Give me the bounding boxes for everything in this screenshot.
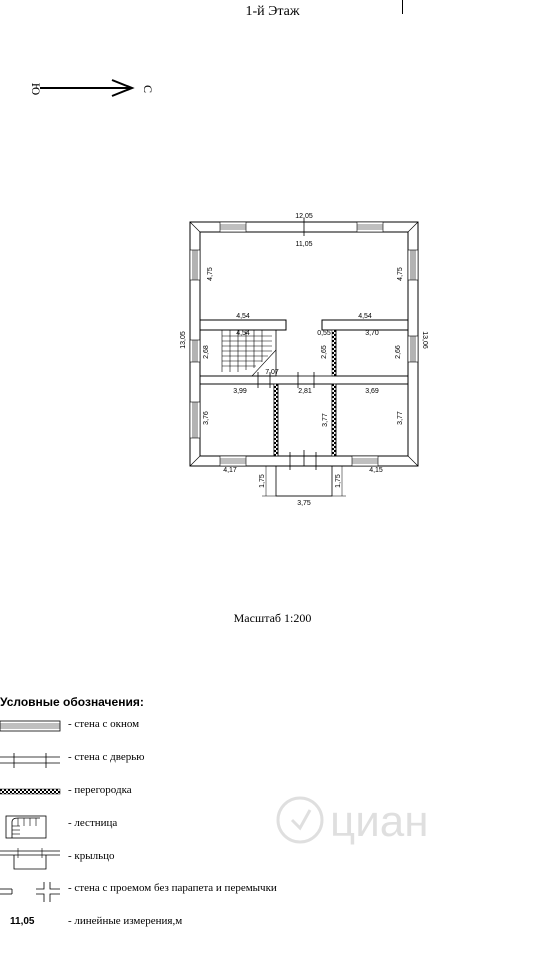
- living-room-partition: [200, 319, 408, 331]
- porch-icon: [0, 848, 60, 870]
- dim-bottom-right-width: 3,69: [365, 388, 379, 395]
- dim-stair-height: 2,68: [203, 345, 210, 359]
- dim-corridor-height: 2,65: [321, 345, 328, 359]
- dim-bottom-right-outer: 4,15: [369, 467, 383, 474]
- legend-item-wall-window: - стена с окном: [0, 715, 545, 745]
- dim-bottom-left-height: 3,76: [203, 411, 210, 425]
- porch: [275, 466, 333, 497]
- legend-label: - перегородка: [68, 784, 132, 796]
- floor-title: 1-й Этаж: [245, 4, 300, 19]
- dim-bottom-left-outer: 4,17: [223, 467, 237, 474]
- legend-label: - стена с проемом без парапета и перемыч…: [68, 882, 277, 894]
- compass-arrow: Ю С: [29, 79, 155, 97]
- legend-item-wall-door: - стена с дверью: [0, 748, 545, 778]
- dim-top-right-height: 4,75: [397, 267, 404, 281]
- dim-outer-width: 12,05: [295, 213, 313, 220]
- dim-hall-width: 7,07: [265, 369, 279, 376]
- legend-label: - стена с окном: [68, 718, 140, 730]
- watermark-text: циан: [330, 797, 429, 846]
- dim-bottom-mid-height: 3,77: [322, 413, 329, 427]
- partition-bottom-left: [273, 383, 279, 457]
- dim-porch-depth-right: 1,75: [335, 474, 342, 488]
- entrance-door: [289, 450, 317, 470]
- dim-bottom-right-height: 3,77: [397, 411, 404, 425]
- window-top-right: [356, 221, 384, 233]
- floor-plan: 12,05 11,05 4,75 4,75 13,05 13,06 4,54 4…: [180, 213, 428, 507]
- compass-north-label: С: [141, 85, 155, 93]
- dimension-sample: 11,05: [10, 916, 35, 927]
- dim-top-left-height: 4,75: [207, 267, 214, 281]
- door-marks: [257, 372, 315, 388]
- watermark-logo: циан: [270, 780, 480, 860]
- dim-corridor-width: 2,81: [298, 388, 312, 395]
- dim-stair-width: 4,54: [236, 330, 250, 337]
- partition-corridor: [331, 329, 337, 377]
- dim-left-partition: 4,54: [236, 313, 250, 320]
- window-bottom-right: [351, 455, 379, 467]
- window-left-lower: [189, 401, 201, 439]
- scale-label: Масштаб 1:200: [233, 611, 312, 625]
- compass-south-label: Ю: [29, 83, 43, 95]
- partition-bottom-right: [331, 383, 337, 457]
- dim-right-mid-room-height: 2,66: [395, 345, 402, 359]
- window-left-upper: [189, 249, 201, 281]
- legend-label: - крыльцо: [68, 850, 115, 862]
- legend-label: - стена с дверью: [68, 751, 145, 763]
- window-right-mid: [407, 335, 419, 363]
- wall-window-icon: [0, 720, 61, 732]
- exterior-wall: [189, 221, 419, 467]
- window-right-upper: [407, 249, 419, 281]
- legend-item-stair: - лестница: [0, 812, 545, 842]
- dim-porch-width: 3,75: [297, 500, 311, 507]
- dim-bottom-left-width: 3,99: [233, 388, 247, 395]
- wall-door-icon: [0, 753, 60, 768]
- window-bottom-left: [219, 455, 247, 467]
- legend-label: - линейные измерения,м: [68, 915, 183, 927]
- legend-item-partition: - перегородка: [0, 781, 545, 811]
- wall-mass: [189, 221, 419, 467]
- porch-dim-lines: [262, 466, 346, 497]
- legend-title: Условные обозначения:: [0, 695, 144, 709]
- dim-right-partition: 4,54: [358, 313, 372, 320]
- stair-icon: [5, 815, 47, 839]
- top-frame-line: [0, 0, 403, 14]
- legend-label: - лестница: [68, 817, 118, 829]
- opening-icon: [0, 882, 60, 902]
- dim-right-mid-room-width: 3,70: [365, 330, 379, 337]
- dim-overall-height-left: 13,05: [180, 331, 187, 349]
- legend-item-porch: - крыльцо: [0, 845, 545, 875]
- partition-icon: [0, 788, 61, 795]
- legend-item-dimension: 11,05 - линейные измерения,м: [0, 912, 545, 942]
- dim-porch-depth-left: 1,75: [259, 474, 266, 488]
- window-left-mid: [189, 339, 201, 363]
- window-top-left: [219, 221, 247, 233]
- dim-overall-height-right: 13,06: [421, 331, 428, 349]
- dim-gap: 0,55: [317, 330, 331, 337]
- dim-inner-width: 11,05: [296, 241, 313, 248]
- hall-wall: [199, 375, 409, 385]
- legend-item-opening: - стена с проемом без парапета и перемыч…: [0, 878, 545, 908]
- stair-icon: [221, 330, 277, 377]
